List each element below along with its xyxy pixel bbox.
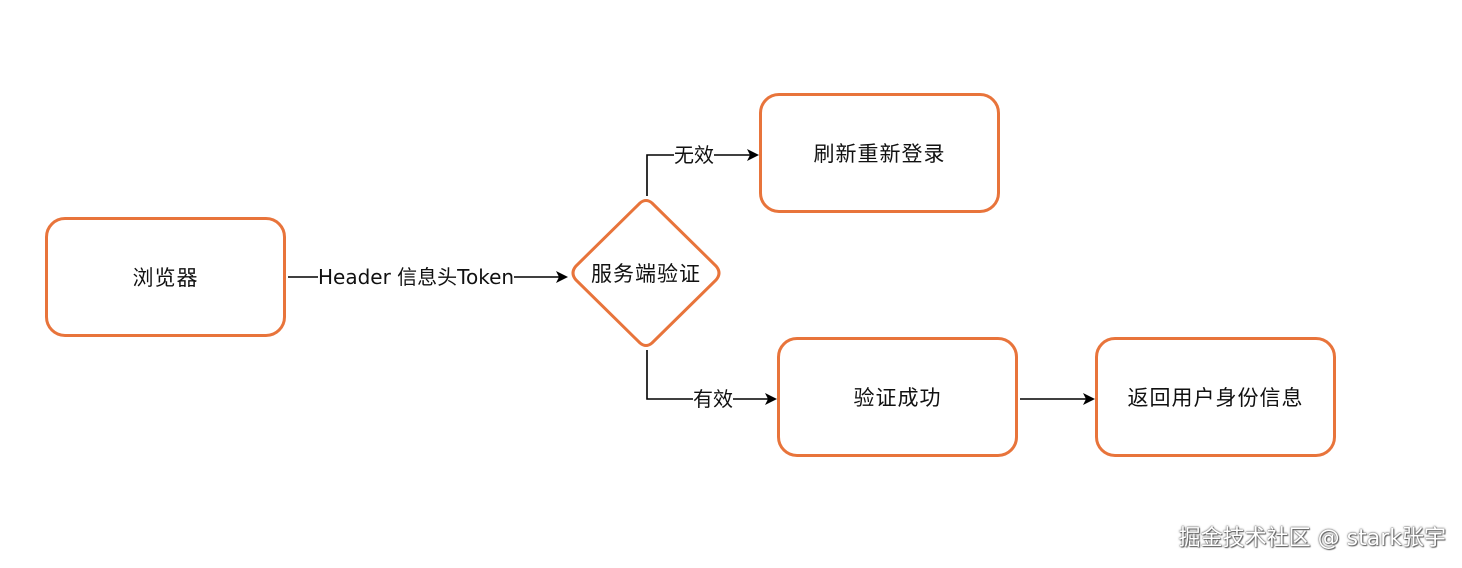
edge-label-header-token: Header 信息头Token — [318, 265, 515, 289]
edge-label-invalid: 无效 — [674, 143, 714, 167]
edge-verify-to-refresh — [646, 149, 759, 196]
node-verify-success-label: 验证成功 — [853, 386, 942, 410]
node-browser: 浏览器 — [45, 217, 286, 337]
node-return-identity-label: 返回用户身份信息 — [1127, 386, 1304, 410]
node-verify-success: 验证成功 — [777, 337, 1018, 457]
edge-label-valid: 有效 — [693, 387, 733, 411]
node-server-verify-label: 服务端验证 — [591, 262, 701, 286]
node-browser-label: 浏览器 — [132, 266, 199, 290]
node-server-verify: 服务端验证 — [570, 200, 722, 346]
decision-diamond — [571, 199, 721, 347]
node-return-identity: 返回用户身份信息 — [1095, 337, 1336, 457]
node-refresh-login-label: 刷新重新登录 — [813, 142, 946, 166]
watermark: 掘金技术社区 @ stark张宇 — [1178, 526, 1446, 551]
node-refresh-login: 刷新重新登录 — [759, 93, 1000, 213]
